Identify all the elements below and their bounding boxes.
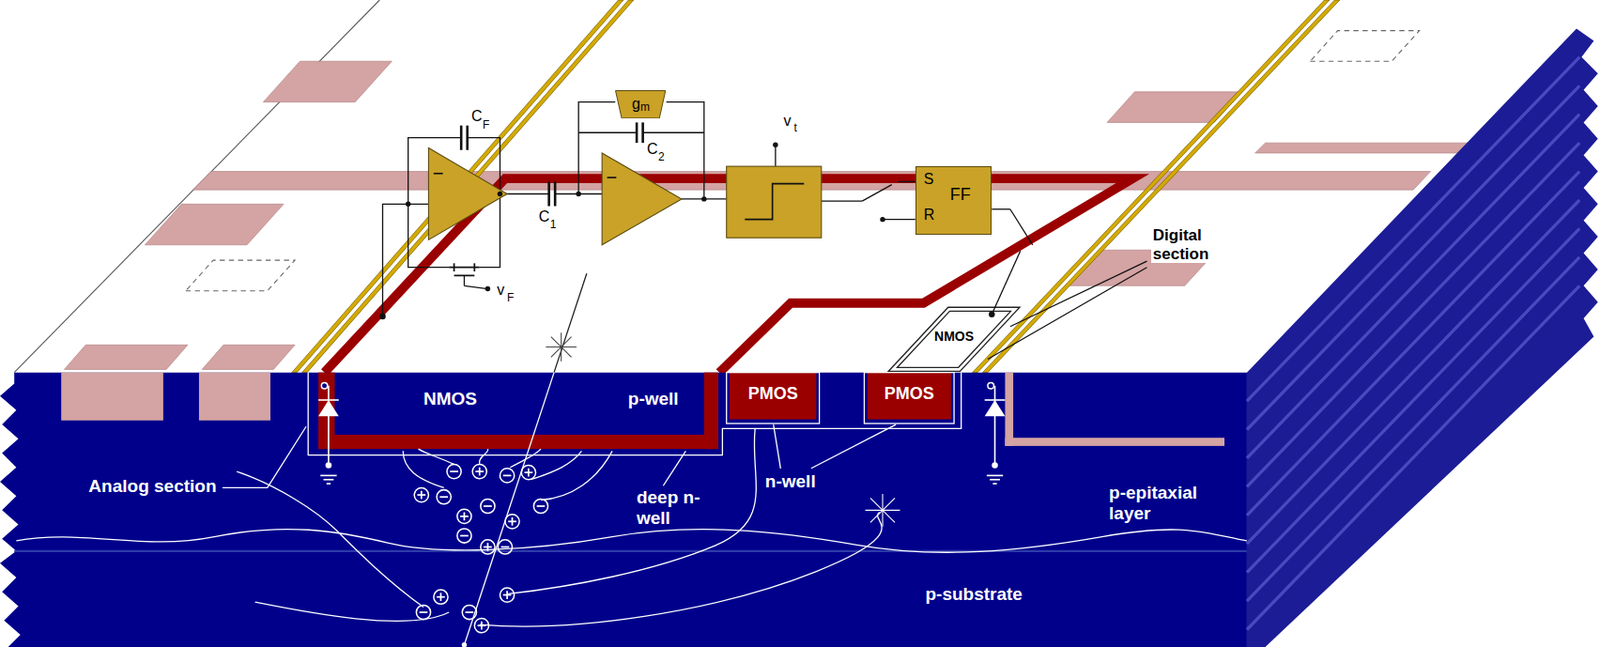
node-text: S [923, 170, 935, 188]
digital-nmos-outline [892, 308, 1016, 370]
epi-substrate-boundary [14, 550, 1247, 553]
pmos-well: PMOS [729, 374, 816, 420]
section-label: Analog section [86, 476, 218, 497]
junction-dots [379, 142, 995, 321]
chip-side [1246, 28, 1599, 647]
node-text: NMOS [934, 329, 974, 344]
bias-diode [984, 383, 1006, 485]
circuit-wires [383, 102, 1033, 317]
region-label: n-well [763, 471, 818, 493]
node-text: R [923, 206, 936, 224]
discriminator-box [726, 166, 822, 238]
section-label: Digital section [1151, 226, 1242, 263]
pmos-outline [863, 372, 954, 424]
layer-label: p-substrate [923, 584, 1024, 605]
node-text: NMOS [423, 389, 477, 410]
minus-sign [607, 176, 617, 179]
subscript: 1 [550, 218, 557, 232]
digital-nmos: NMOS [921, 325, 987, 349]
node-text: g [631, 95, 641, 113]
subscript: t [793, 122, 797, 136]
particle-track [553, 273, 587, 372]
node-text: m [640, 101, 650, 114]
node-text: p-well [628, 389, 679, 410]
digital-nmos-outline [892, 308, 1016, 370]
particle-end [461, 642, 467, 647]
node-text: PMOS [748, 384, 799, 404]
spark [545, 332, 577, 361]
capacitor-label: C [538, 208, 551, 226]
pmos-well: PMOS [867, 374, 952, 420]
capacitor-label: C [471, 107, 483, 125]
subscript: F [507, 292, 514, 306]
silicon-cross-section [0, 372, 1247, 647]
transconductance-box: gm [615, 90, 666, 119]
region-label: deep n-well [634, 487, 707, 529]
spark [865, 493, 901, 527]
metal-lines [292, 0, 1340, 373]
flip-flop-box: S FF R [915, 166, 993, 235]
step-symbol [744, 184, 804, 220]
layer-label: p-epitaxial layer [1107, 482, 1222, 524]
feedback-transistor [448, 262, 480, 276]
signal-name: v [784, 112, 792, 130]
leader-lines [987, 261, 1148, 359]
subscript: F [482, 119, 490, 133]
particle-track [463, 372, 554, 646]
node-text: PMOS [884, 384, 935, 404]
deep-nwell [318, 372, 952, 450]
shaper-triangle [601, 153, 682, 246]
subscript: 2 [658, 151, 665, 165]
section-outline [307, 372, 961, 456]
bias-diode [318, 383, 339, 485]
minus-sign [433, 172, 444, 175]
preamp-triangle [428, 148, 508, 241]
capacitor-label: C [646, 140, 659, 158]
dashed-cells [185, 30, 1420, 292]
signal-name: v [496, 281, 505, 299]
node-text: FF [950, 185, 971, 203]
p-well-region: NMOS p-well [338, 374, 705, 434]
pmos-outline [726, 372, 820, 424]
drift-paths [15, 428, 1247, 627]
charge-carriers [414, 463, 548, 632]
chip-side-layers [1246, 57, 1580, 631]
